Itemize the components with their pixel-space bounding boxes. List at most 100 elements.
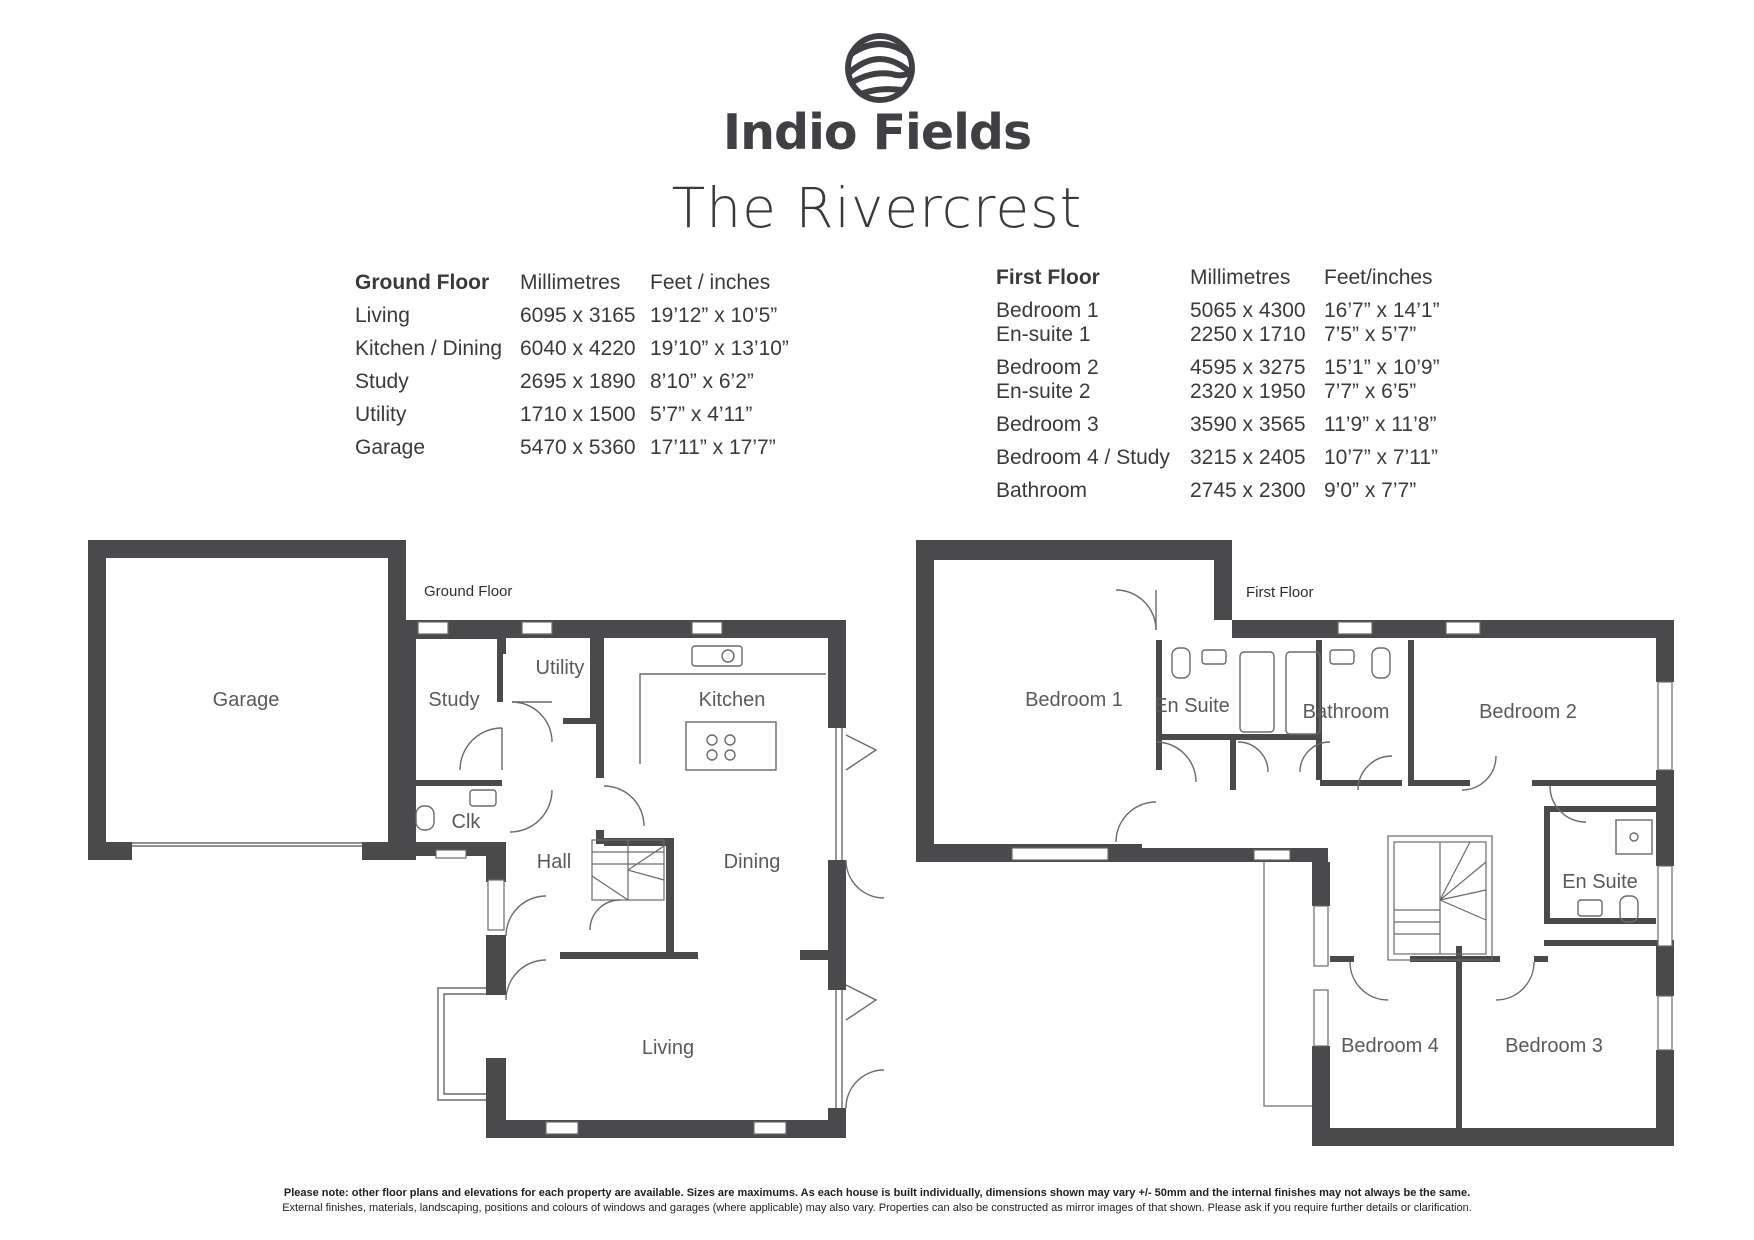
room-ft: 16’7” x 14’1” xyxy=(1324,299,1440,322)
table-header-row: Ground Floor Millimetres Feet / inches xyxy=(355,266,789,299)
staircase xyxy=(591,839,665,901)
room-mm: 5065 x 4300 xyxy=(1190,299,1306,322)
room-ft: 9’0” x 7’7” xyxy=(1324,479,1417,502)
room-mm: 2745 x 2300 xyxy=(1190,479,1306,502)
first-floor-dimensions-table: First Floor Millimetres Feet/inches Bedr… xyxy=(996,266,1440,503)
room-mm: 2695 x 1890 xyxy=(520,369,636,393)
room-label-en-suite-1: En Suite xyxy=(1154,695,1230,717)
cloakroom-fixtures xyxy=(415,789,497,831)
room-mm: 1710 x 1500 xyxy=(520,402,636,426)
table-row: Bedroom 2 4595 x 3275 15’1” x 10’9” xyxy=(996,347,1440,380)
table-row: Bedroom 4 / Study 3215 x 2405 10’7” x 7’… xyxy=(996,437,1440,470)
bay-window xyxy=(437,987,486,1101)
room-label-bedroom-3: Bedroom 3 xyxy=(1505,1035,1603,1057)
column-header: Millimetres xyxy=(520,270,621,294)
room-name: En-suite 1 xyxy=(996,323,1091,346)
table-header-row: First Floor Millimetres Feet/inches xyxy=(996,266,1440,299)
table-row: Garage 5470 x 5360 17’11” x 17’7” xyxy=(355,431,789,464)
first-floor-label: First Floor xyxy=(1246,584,1314,601)
ground-room-labels: Garage Study Utility Kitchen Clk Hall Di… xyxy=(213,657,781,1059)
internal-walls xyxy=(406,633,828,960)
column-header: Millimetres xyxy=(1190,266,1291,289)
room-name: En-suite 2 xyxy=(996,380,1091,403)
room-ft: 15’1” x 10’9” xyxy=(1324,356,1440,379)
table-row: En-suite 1 2250 x 1710 7’5” x 5’7” xyxy=(996,323,1440,347)
column-header: Ground Floor xyxy=(355,270,490,294)
room-label-clk: Clk xyxy=(452,811,482,833)
room-mm: 5470 x 5360 xyxy=(520,435,636,459)
ground-floor-plan: Garage Study Utility Kitchen Clk Hall Di… xyxy=(88,540,885,1138)
first-floor-staircase xyxy=(1387,835,1493,961)
room-label-bathroom: Bathroom xyxy=(1303,701,1390,723)
table-row: Study 2695 x 1890 8’10” x 6’2” xyxy=(355,365,789,398)
garage-walls xyxy=(88,540,406,860)
room-label-kitchen: Kitchen xyxy=(699,689,766,711)
table-row: Utility 1710 x 1500 5’7” x 4’11” xyxy=(355,398,789,431)
room-label-bedroom-2: Bedroom 2 xyxy=(1479,701,1577,723)
room-label-utility: Utility xyxy=(536,657,585,679)
room-name: Bedroom 3 xyxy=(996,413,1099,436)
windows xyxy=(417,621,787,1135)
room-name: Utility xyxy=(355,402,407,426)
garage-door xyxy=(132,842,362,847)
ground-floor-label: Ground Floor xyxy=(424,583,512,600)
room-ft: 11’9” x 11’8” xyxy=(1324,413,1437,436)
room-mm: 3215 x 2405 xyxy=(1190,446,1306,469)
room-name: Study xyxy=(355,369,409,393)
room-label-living: Living xyxy=(642,1037,694,1059)
room-name: Bedroom 2 xyxy=(996,356,1099,379)
room-mm: 6095 x 3165 xyxy=(520,303,636,327)
column-header: Feet / inches xyxy=(650,270,771,294)
room-label-dining: Dining xyxy=(724,851,781,873)
first-floor-door-swings xyxy=(1115,589,1587,1001)
room-ft: 7’7” x 6’5” xyxy=(1324,380,1417,403)
room-label-garage: Garage xyxy=(213,689,280,711)
column-header: Feet/inches xyxy=(1324,266,1433,289)
table-row: Living 6095 x 3165 19’12” x 10’5” xyxy=(355,299,789,332)
room-name: Bedroom 1 xyxy=(996,299,1099,322)
room-ft: 19’12” x 10’5” xyxy=(650,303,778,327)
room-name: Bathroom xyxy=(996,479,1088,502)
room-mm: 2250 x 1710 xyxy=(1190,323,1306,346)
room-name: Living xyxy=(355,303,410,327)
room-ft: 17’11” x 17’7” xyxy=(650,435,776,459)
room-name: Garage xyxy=(355,435,426,459)
page-title: The Rivercrest xyxy=(671,176,1083,240)
column-header: First Floor xyxy=(996,266,1100,289)
footer-note-line-2: External finishes, materials, landscapin… xyxy=(282,1202,1472,1214)
room-name: Bedroom 4 / Study xyxy=(996,446,1170,469)
room-ft: 5’7” x 4’11” xyxy=(650,402,753,426)
bifold-doors xyxy=(835,728,885,1109)
room-ft: 7’5” x 5’7” xyxy=(1324,323,1417,346)
table-row: Bedroom 3 3590 x 3565 11’9” x 11’8” xyxy=(996,404,1440,437)
room-label-bedroom-1: Bedroom 1 xyxy=(1025,689,1123,711)
room-label-bedroom-4: Bedroom 4 xyxy=(1341,1035,1439,1057)
room-ft: 19’10” x 13’10” xyxy=(650,336,789,360)
door-swings xyxy=(459,701,645,1001)
room-ft: 10’7” x 7’11” xyxy=(1324,446,1439,469)
brand-logo-icon xyxy=(845,33,915,103)
kitchen-fittings xyxy=(639,645,826,771)
room-label-en-suite-2: En Suite xyxy=(1562,871,1638,893)
room-name: Kitchen / Dining xyxy=(355,336,503,360)
footer-note-line-1: Please note: other floor plans and eleva… xyxy=(283,1187,1471,1199)
room-mm: 2320 x 1950 xyxy=(1190,380,1306,403)
roof-outline xyxy=(1263,862,1312,1107)
first-room-labels: Bedroom 1 En Suite Bathroom Bedroom 2 En… xyxy=(1025,689,1638,1057)
table-row: Bathroom 2745 x 2300 9’0” x 7’7” xyxy=(996,470,1440,503)
room-mm: 4595 x 3275 xyxy=(1190,356,1306,379)
room-mm: 3590 x 3565 xyxy=(1190,413,1306,436)
first-floor-windows xyxy=(1011,621,1673,1051)
room-label-hall: Hall xyxy=(537,851,571,873)
brand-name: Indio Fields xyxy=(722,104,1032,161)
room-mm: 6040 x 4220 xyxy=(520,336,636,360)
room-label-study: Study xyxy=(428,689,479,711)
bathroom-fixtures xyxy=(1171,647,1653,923)
ground-floor-dimensions-table: Ground Floor Millimetres Feet / inches L… xyxy=(355,266,789,464)
table-row: En-suite 2 2320 x 1950 7’7” x 6’5” xyxy=(996,380,1440,404)
room-ft: 8’10” x 6’2” xyxy=(650,369,754,393)
table-row: Bedroom 1 5065 x 4300 16’7” x 14’1” xyxy=(996,299,1440,323)
table-row: Kitchen / Dining 6040 x 4220 19’10” x 13… xyxy=(355,332,789,365)
first-floor-plan: Bedroom 1 En Suite Bathroom Bedroom 2 En… xyxy=(916,540,1674,1146)
